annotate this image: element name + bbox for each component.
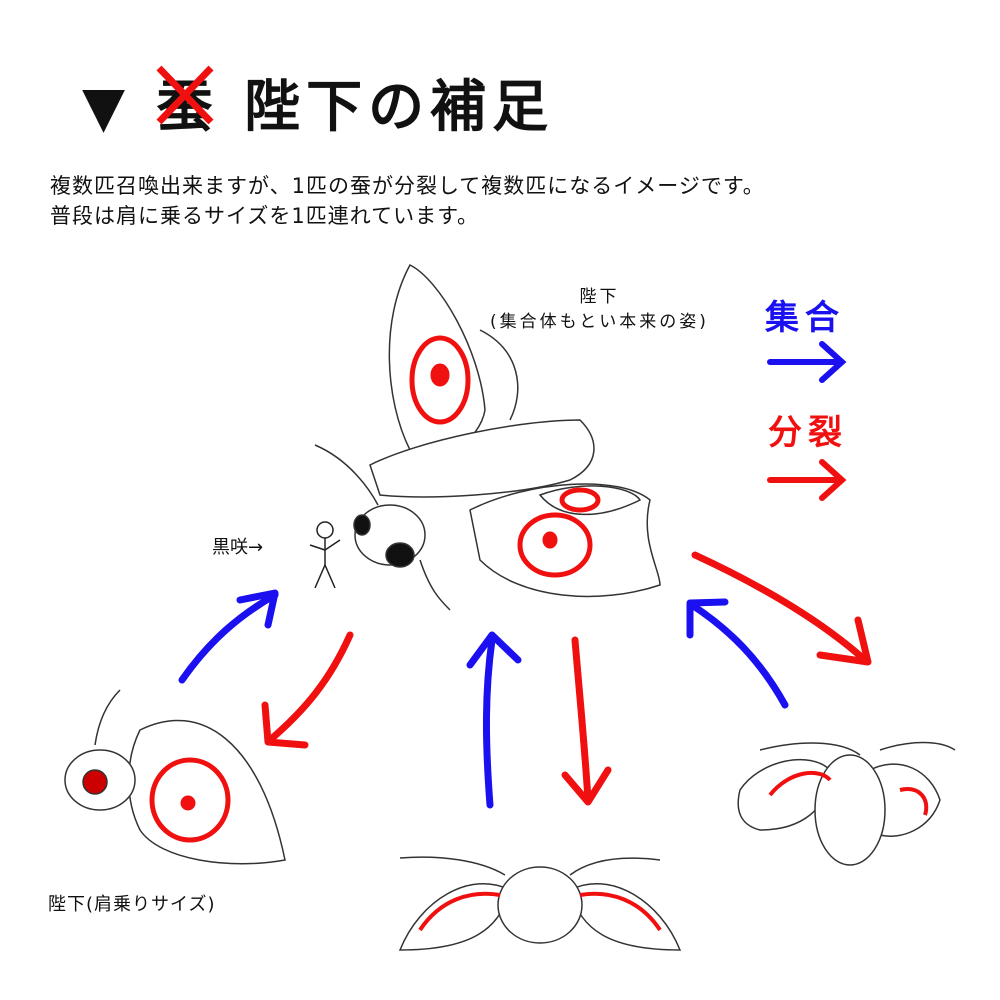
main-moth-note: (集合体もとい本来の姿) [490,312,709,332]
title-text: 陛下の補足 [244,75,555,140]
split-arrow-right [691,551,869,664]
split-arrow-bottom [571,636,592,804]
red-x-mark [156,65,214,125]
small-moth-left [64,689,286,865]
crossed-out-word: 蚕 [156,62,219,143]
gather-arrows [178,589,789,809]
legend-split: 分裂 [768,413,848,453]
description-line-1: 複数匹召喚出来ますが、1匹の蚕が分裂して複数匹になるイメージです。 [50,174,765,198]
split-arrow-legend [767,459,847,501]
triangle-marker: ▼ [82,75,132,140]
description-line-2: 普段は肩に乗るサイズを1匹連れています。 [50,204,479,228]
kurosaki-label: 黒咲→ [212,537,264,558]
main-moth-name: 陛下 [579,287,620,307]
small-moth-bottom [398,856,682,951]
page-title: ▼ 蚕 陛下の補足 [82,62,554,143]
legend-gather: 集合 [765,298,845,338]
gather-arrow-left [178,591,279,684]
split-arrow-left [266,631,354,744]
gather-arrow-legend [767,341,847,383]
gather-arrow-right [688,601,789,709]
main-moth-label: 陛下 (集合体もとい本来の姿) [490,282,709,332]
main-moth-markings [409,335,601,578]
gather-arrow-bottom [482,636,496,809]
kurosaki-stick-figure [309,521,341,589]
split-arrows [261,551,872,806]
small-moth-label: 陛下(肩乗りサイズ) [48,894,216,915]
small-moth-right [737,741,956,866]
